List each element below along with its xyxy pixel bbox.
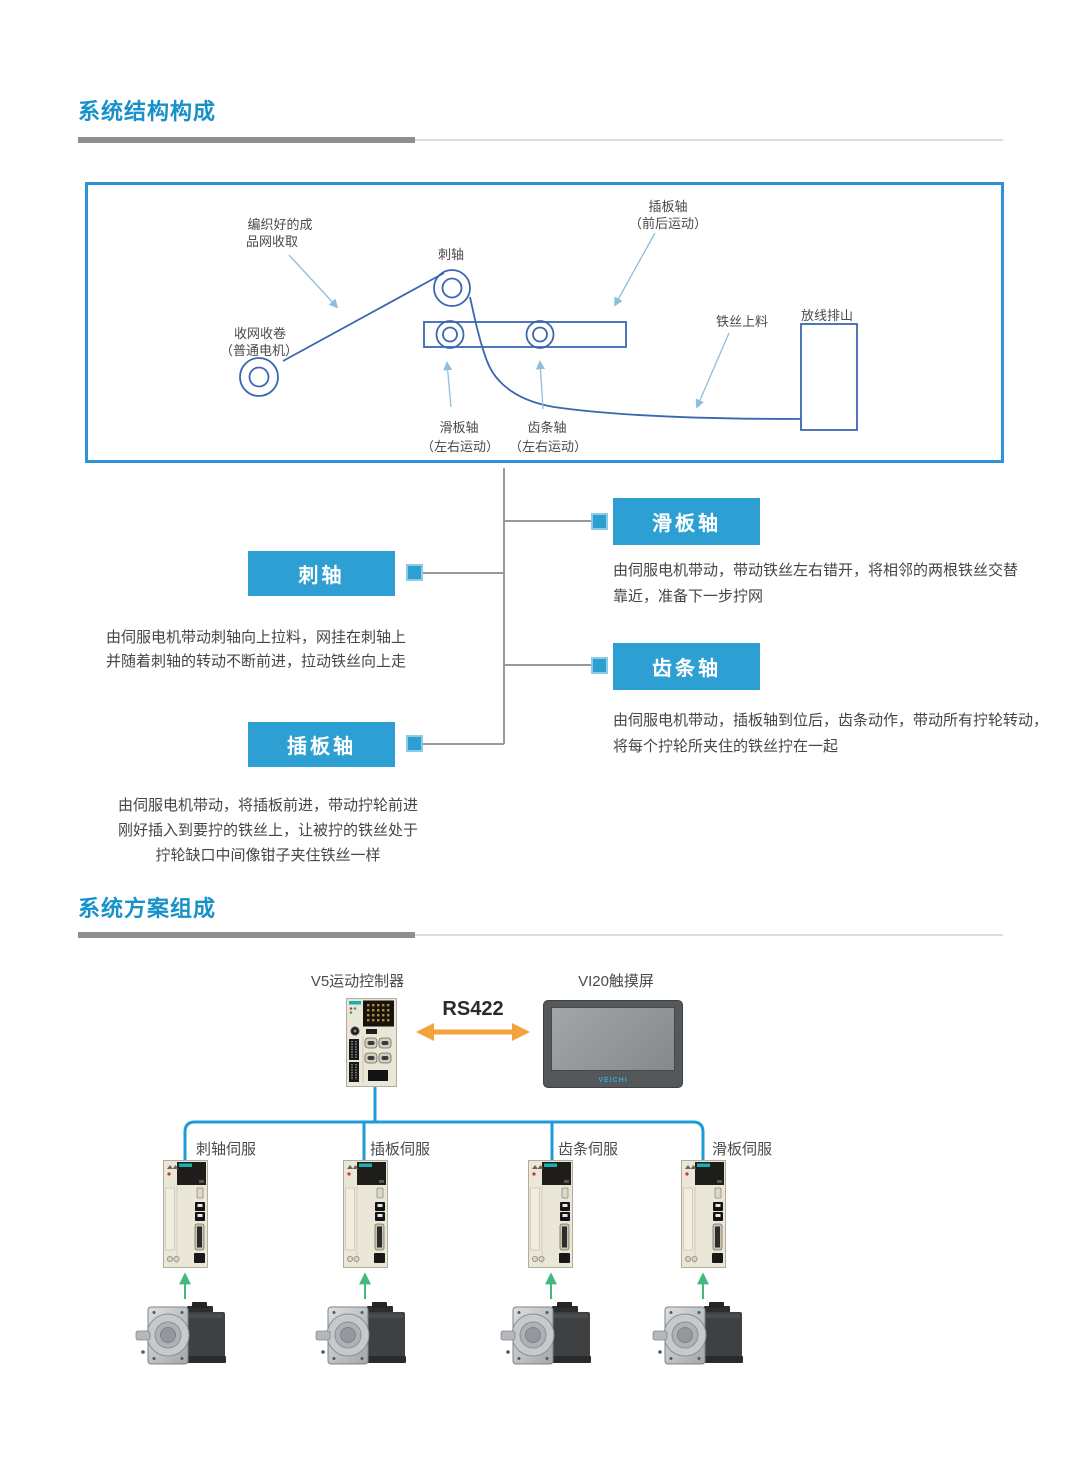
- section-title-structure: 系统结构构成: [78, 99, 217, 124]
- plate-axis-description: 由伺服电机带动，将插板前进，带动拧轮前进 刚好插入到要拧的铁丝上，让被拧的铁丝处…: [98, 793, 438, 868]
- servo-bus-lines: [183, 1086, 705, 1162]
- section-divider-dark: [78, 932, 415, 938]
- machine-lines: [239, 269, 858, 431]
- plate-axis-label-line2: （前后运动）: [629, 216, 707, 231]
- spike-axis-description: 由伺服电机带动刺轴向上拉料，网挂在刺轴上 并随着刺轴的转动不断前进，拉动铁丝向上…: [98, 626, 414, 674]
- servo-drive-device: [528, 1160, 573, 1268]
- servo-drive-device: [163, 1160, 208, 1268]
- spike-roller-outer: [433, 269, 471, 307]
- servo-motor-device: [315, 1300, 408, 1368]
- plate-axis-arrow: [614, 232, 656, 307]
- winder-label-line1: 收网收卷: [234, 326, 286, 341]
- wire-curve: [469, 296, 802, 420]
- slide-axis-label-line2: （左右运动）: [421, 439, 499, 454]
- section-divider-light: [415, 934, 1003, 936]
- net-pickup-label-line1: 编织好的成: [247, 217, 312, 232]
- motor-link-lines: [179, 1272, 709, 1299]
- slide-axis-label-line1: 滑板轴: [439, 420, 478, 435]
- bar-roller1-outer: [435, 320, 465, 349]
- rs422-arrow: [416, 1023, 530, 1041]
- flow-connector-square-spike: [406, 564, 423, 581]
- rack-axis-label-line1: 齿条轴: [527, 420, 566, 435]
- hmi-screen: [551, 1007, 675, 1071]
- winder-label-line2: （普通电机）: [220, 343, 298, 358]
- desc-line: 由伺服电机带动，将插板前进，带动拧轮前进: [117, 797, 418, 814]
- flow-node-slide-axis: 滑板轴: [613, 498, 760, 545]
- hmi-touchscreen-device: VEICHI: [543, 1000, 683, 1088]
- payoff-rack: [800, 323, 858, 431]
- flow-tree-lines: [423, 468, 591, 745]
- servo-drive-device: [343, 1160, 388, 1268]
- net-line: [282, 272, 445, 362]
- servo-label-spike: 刺轴伺服: [196, 1141, 257, 1158]
- v5-controller-device: [346, 998, 397, 1087]
- desc-line: 将每个拧轮所夹住的铁丝拧在一起: [613, 738, 839, 755]
- slide-axis-arrow: [443, 361, 453, 408]
- servo-label-slide: 滑板伺服: [712, 1141, 773, 1158]
- machine-labels: 编织好的成 品网收取 刺轴 收网收卷 （普通电机） 插板轴 （前后运动） 铁丝上…: [220, 199, 853, 454]
- wire-feed-arrow: [695, 332, 730, 409]
- flow-node-spike-axis: 刺轴: [248, 551, 395, 596]
- flow-connector-square-rack: [591, 657, 608, 674]
- flow-connector-square-plate: [406, 735, 423, 752]
- winder-roller-outer: [239, 357, 279, 397]
- hmi-label: VI20触摸屏: [578, 973, 654, 990]
- flow-connector-square-slide: [591, 513, 608, 530]
- net-pickup-label-line2: 品网收取: [246, 234, 298, 249]
- bar-roller1-inner: [442, 326, 458, 343]
- flow-node-plate-axis: 插板轴: [248, 722, 395, 767]
- veichi-logo-text: VEICHI: [598, 1077, 628, 1084]
- section-divider-dark: [78, 137, 415, 143]
- rack-axis-description: 由伺服电机带动，插板轴到位后，齿条动作，带动所有拧轮转动， 将每个拧轮所夹住的铁…: [613, 708, 1048, 760]
- desc-line: 靠近，准备下一步拧网: [613, 588, 764, 605]
- annotation-arrows: [288, 232, 730, 410]
- plate-axis-label-line1: 插板轴: [648, 199, 687, 214]
- wire-feed-label: 铁丝上料: [716, 314, 768, 329]
- slide-axis-description: 由伺服电机带动，带动铁丝左右错开，将相邻的两根铁丝交替 靠近，准备下一步拧网: [613, 558, 1018, 610]
- servo-motor-device: [135, 1300, 228, 1368]
- desc-line: 并随着刺轴的转动不断前进，拉动铁丝向上走: [105, 653, 406, 670]
- rs422-label: RS422: [442, 998, 504, 1020]
- rack-axis-label-line2: （左右运动）: [509, 439, 587, 454]
- net-pickup-arrow: [288, 254, 339, 309]
- desc-line: 由伺服电机带动，插板轴到位后，齿条动作，带动所有拧轮转动，: [613, 712, 1049, 729]
- spike-axis-label: 刺轴: [438, 247, 464, 262]
- controller-label: V5运动控制器: [310, 973, 405, 990]
- bar-roller2-inner: [532, 326, 548, 343]
- servo-motor-device: [652, 1300, 745, 1368]
- slide-bar: [423, 321, 627, 348]
- winder-roller-inner: [248, 366, 270, 388]
- desc-line: 由伺服电机带动刺轴向上拉料，网挂在刺轴上: [105, 629, 406, 646]
- machine-diagram-box: 编织好的成 品网收取 刺轴 收网收卷 （普通电机） 插板轴 （前后运动） 铁丝上…: [85, 182, 1004, 463]
- servo-drive-device: [681, 1160, 726, 1268]
- bar-roller2-outer: [525, 320, 555, 349]
- servo-label-rack: 齿条伺服: [558, 1141, 619, 1158]
- spike-roller-inner: [441, 277, 463, 299]
- flow-node-rack-axis: 齿条轴: [613, 643, 760, 690]
- section-divider-light: [415, 139, 1003, 141]
- machine-schematic: 编织好的成 品网收取 刺轴 收网收卷 （普通电机） 插板轴 （前后运动） 铁丝上…: [220, 199, 858, 454]
- payoff-label: 放线排山: [801, 308, 853, 323]
- servo-motor-device: [500, 1300, 593, 1368]
- section-title-solution: 系统方案组成: [78, 896, 217, 921]
- desc-line: 拧轮缺口中间像钳子夹住铁丝一样: [155, 847, 381, 864]
- desc-line: 刚好插入到要拧的铁丝上，让被拧的铁丝处于: [117, 822, 418, 839]
- rack-axis-arrow: [535, 360, 546, 410]
- desc-line: 由伺服电机带动，带动铁丝左右错开，将相邻的两根铁丝交替: [613, 562, 1019, 579]
- servo-label-plate: 插板伺服: [370, 1141, 431, 1158]
